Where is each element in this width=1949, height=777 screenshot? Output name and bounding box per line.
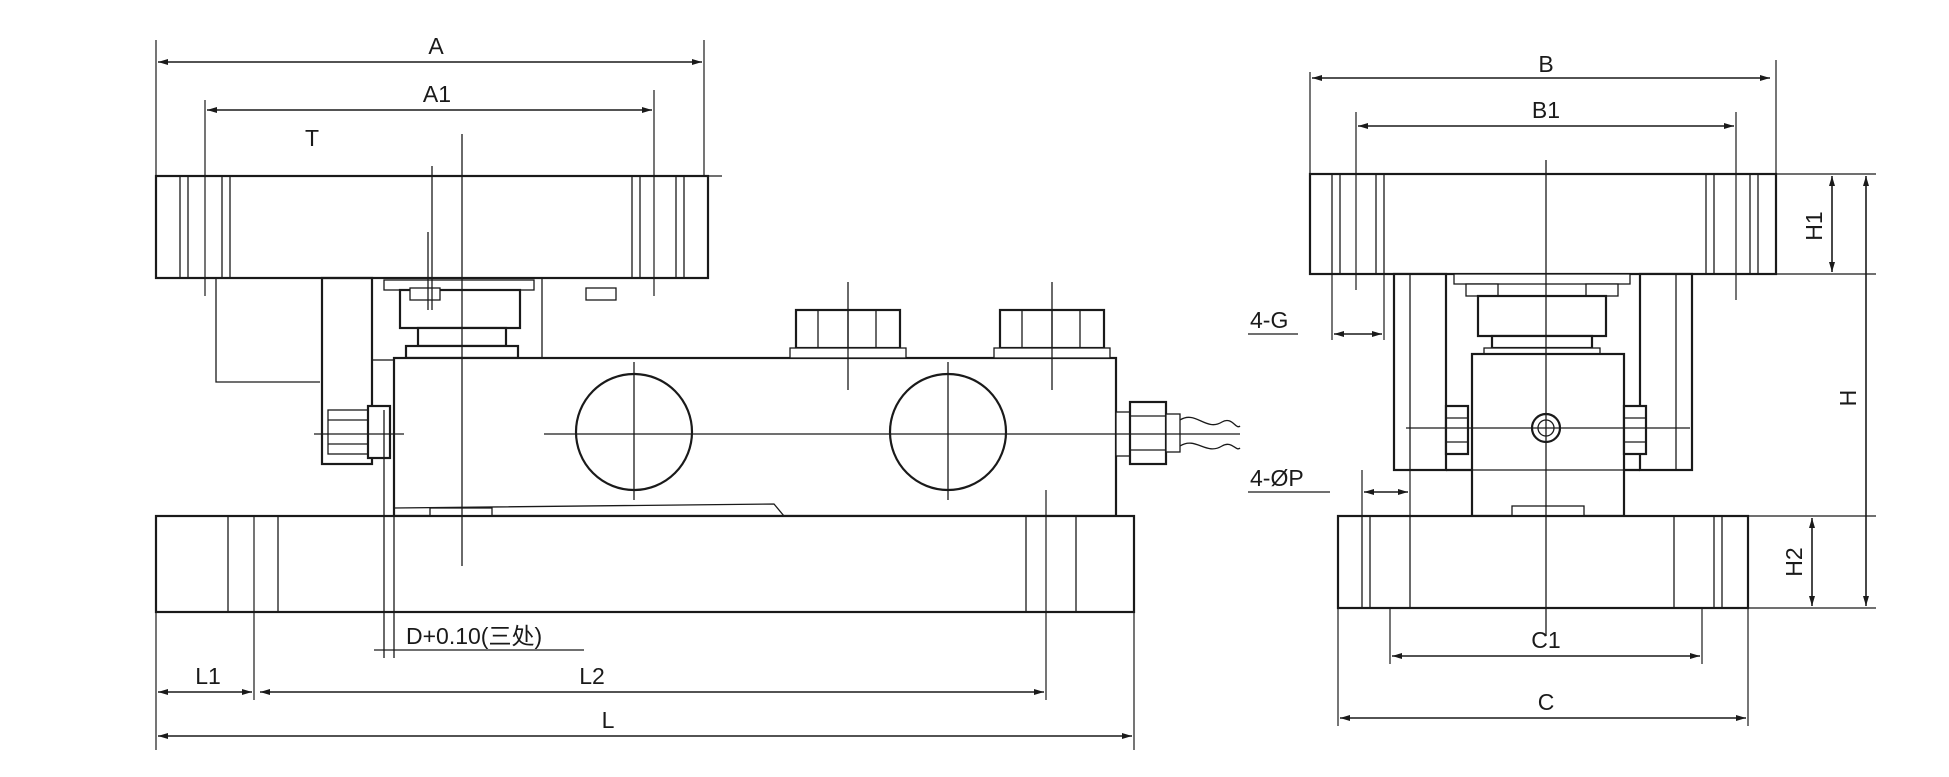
dim-l2-label: L2 bbox=[579, 663, 605, 689]
dim-l-label: L bbox=[602, 707, 615, 733]
center-lines bbox=[314, 134, 1240, 658]
dim-d-label: D+0.10(三处) bbox=[406, 623, 542, 649]
dim-h2-label: H2 bbox=[1781, 547, 1807, 576]
dim-a-label: A bbox=[428, 33, 444, 59]
dim-a1-label: A1 bbox=[423, 81, 451, 107]
dim-c-label: C bbox=[1538, 689, 1555, 715]
dim-p-label: 4-ØP bbox=[1250, 465, 1304, 491]
front-view bbox=[154, 134, 1241, 658]
side-dimensions: B B1 4-G 4-ØP C1 C H1 H H2 bbox=[1248, 51, 1876, 726]
dim-g-label: 4-G bbox=[1250, 307, 1288, 333]
dim-h1-label: H1 bbox=[1801, 211, 1827, 240]
side-top-plate bbox=[1308, 172, 1876, 276]
dim-c1-label: C1 bbox=[1531, 627, 1560, 653]
top-plate bbox=[154, 174, 722, 280]
side-brackets bbox=[1392, 272, 1694, 518]
side-view bbox=[1308, 160, 1876, 636]
base-plate bbox=[154, 514, 1136, 614]
load-cell-body bbox=[392, 308, 1241, 518]
dim-h-label: H bbox=[1835, 390, 1861, 407]
front-dimensions: A A1 T D+0.10(三处) L1 L2 L bbox=[155, 33, 1135, 750]
dim-b-label: B bbox=[1538, 51, 1553, 77]
dim-b1-label: B1 bbox=[1532, 97, 1560, 123]
side-base-plate bbox=[1336, 514, 1876, 610]
dim-l1-label: L1 bbox=[195, 663, 221, 689]
dim-t-label: T bbox=[305, 125, 319, 151]
